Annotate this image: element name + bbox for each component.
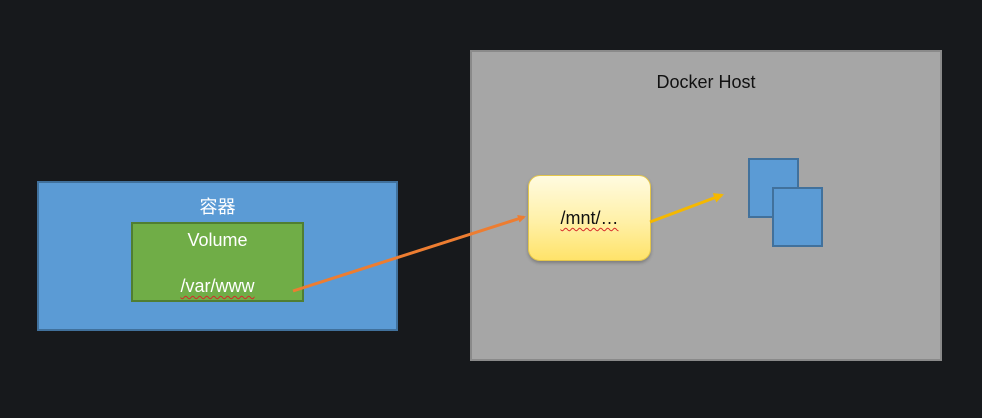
mount-point-label: /mnt/… (529, 208, 650, 229)
file-icon-front (772, 187, 823, 247)
mount-point-text: /mnt/… (560, 208, 619, 228)
volume-path: /var/www (133, 276, 302, 297)
volume-box: Volume /var/www (131, 222, 304, 302)
docker-host-title: Docker Host (656, 72, 756, 92)
volume-path-text: /var/www (180, 276, 255, 296)
container-title: 容器 (199, 197, 236, 218)
volume-title: Volume (187, 230, 248, 250)
mount-point-box: /mnt/… (528, 175, 651, 261)
